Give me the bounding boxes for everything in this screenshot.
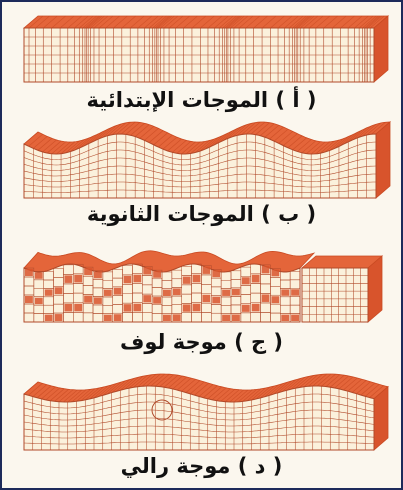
front-face xyxy=(302,268,368,322)
panel-primary-waves xyxy=(2,6,401,88)
panel-rayleigh-wave xyxy=(2,364,401,456)
panel-secondary-waves xyxy=(2,114,401,204)
primary-block xyxy=(24,16,388,82)
rayleigh-block xyxy=(24,374,388,450)
caption-love-wave: ( ج ) موجة لوف xyxy=(2,330,401,358)
caption-primary-waves: ( أ ) الموجات الإبتدائية xyxy=(2,88,401,116)
primary-wave-block xyxy=(2,6,401,88)
secondary-block xyxy=(24,122,390,198)
rayleigh-wave-block xyxy=(2,364,401,456)
panel-love-wave xyxy=(2,238,401,330)
side-face xyxy=(368,256,382,322)
caption-rayleigh-wave: ( د ) موجة رالي xyxy=(2,454,401,482)
love-block xyxy=(24,251,382,322)
secondary-wave-block xyxy=(2,114,401,204)
top-face xyxy=(24,16,388,28)
caption-secondary-waves: ( ب ) الموجات الثانوية xyxy=(2,202,401,230)
side-face xyxy=(376,122,390,198)
love-wave-block xyxy=(2,238,401,330)
